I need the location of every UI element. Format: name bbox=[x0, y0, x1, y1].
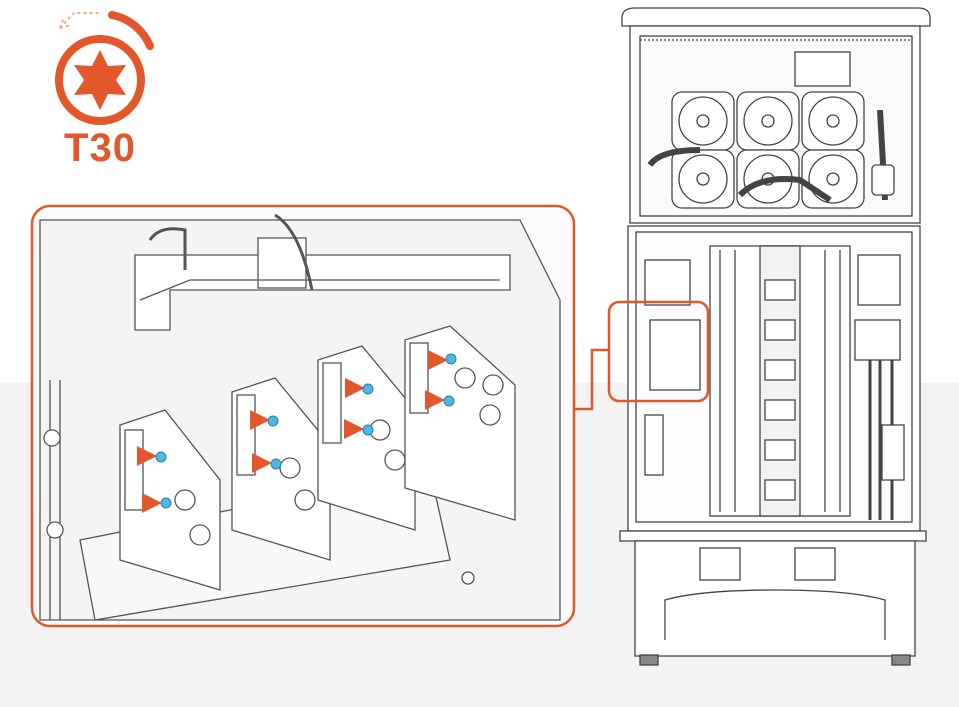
screw-marker-arrow bbox=[142, 493, 162, 513]
rotate-counterclockwise-arrow-icon bbox=[59, 12, 102, 29]
screw-location-markers bbox=[137, 350, 448, 513]
screw-head bbox=[445, 353, 457, 365]
screw-head bbox=[443, 395, 455, 407]
screw-head bbox=[267, 415, 279, 427]
screw-marker-arrow bbox=[345, 378, 365, 398]
tool-size-label: T30 bbox=[64, 126, 136, 170]
screw-marker-arrow bbox=[425, 390, 445, 410]
screw-marker-arrow bbox=[252, 453, 272, 473]
screw-head bbox=[270, 458, 282, 470]
callout-leader-line bbox=[574, 348, 609, 411]
torx-circle bbox=[55, 35, 145, 125]
screw-marker-arrow bbox=[137, 446, 157, 466]
tool-badge: T30 bbox=[40, 8, 160, 178]
rotation-arc bbox=[108, 11, 154, 50]
screw-head bbox=[160, 497, 172, 509]
cabinet-highlight-frame bbox=[607, 300, 710, 403]
callout-frame bbox=[30, 204, 576, 628]
screw-heads bbox=[155, 353, 457, 509]
screw-head bbox=[155, 451, 167, 463]
screw-marker-arrow bbox=[250, 410, 270, 430]
cabinet-illustration bbox=[619, 7, 931, 666]
terminal-plate bbox=[404, 325, 516, 521]
callout-detail-view bbox=[32, 206, 574, 626]
screw-marker-arrow bbox=[344, 419, 364, 439]
screw-head bbox=[362, 424, 374, 436]
screw-head bbox=[362, 383, 374, 395]
busbar-assembly bbox=[709, 245, 851, 517]
terminal-plate bbox=[317, 345, 416, 531]
screw-marker-arrow bbox=[428, 350, 448, 370]
cooling-fan-array bbox=[671, 91, 865, 209]
torx-star-icon bbox=[74, 50, 126, 110]
torx-tool-graphic bbox=[55, 11, 154, 125]
